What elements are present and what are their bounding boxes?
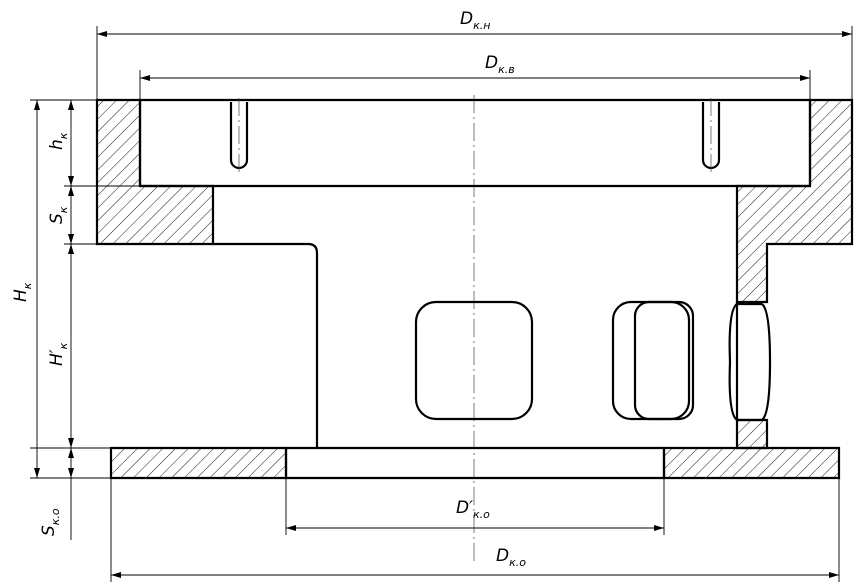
right-window-profile — [728, 303, 738, 421]
side-window-back — [611, 300, 691, 421]
label-inner-height: H′к — [47, 342, 70, 366]
label-top-height: hк — [47, 132, 70, 150]
label-bottom-inner-diameter: D′к.о — [456, 498, 490, 521]
right-bottom-flange-section — [662, 446, 841, 480]
right-top-wall-section — [735, 98, 854, 304]
label-wall-thickness: Sк — [47, 206, 70, 224]
right-window-profile-inner — [761, 303, 772, 421]
left-top-wall-section — [95, 98, 215, 246]
right-lower-wall-section — [735, 418, 769, 450]
center-window — [414, 300, 534, 421]
label-total-height: Hк — [11, 282, 34, 302]
top-opening-outline — [138, 98, 812, 188]
left-bottom-flange-section — [109, 446, 288, 480]
body-outline-left — [213, 242, 319, 448]
label-outer-diameter: Dк.н — [460, 9, 490, 32]
label-bottom-thickness: Sк.о — [39, 508, 62, 536]
side-window-front — [633, 300, 695, 421]
bottom-opening-outline — [284, 446, 666, 480]
label-bottom-diameter: Dк.о — [496, 546, 526, 569]
label-inner-diameter: Dк.в — [485, 53, 515, 76]
